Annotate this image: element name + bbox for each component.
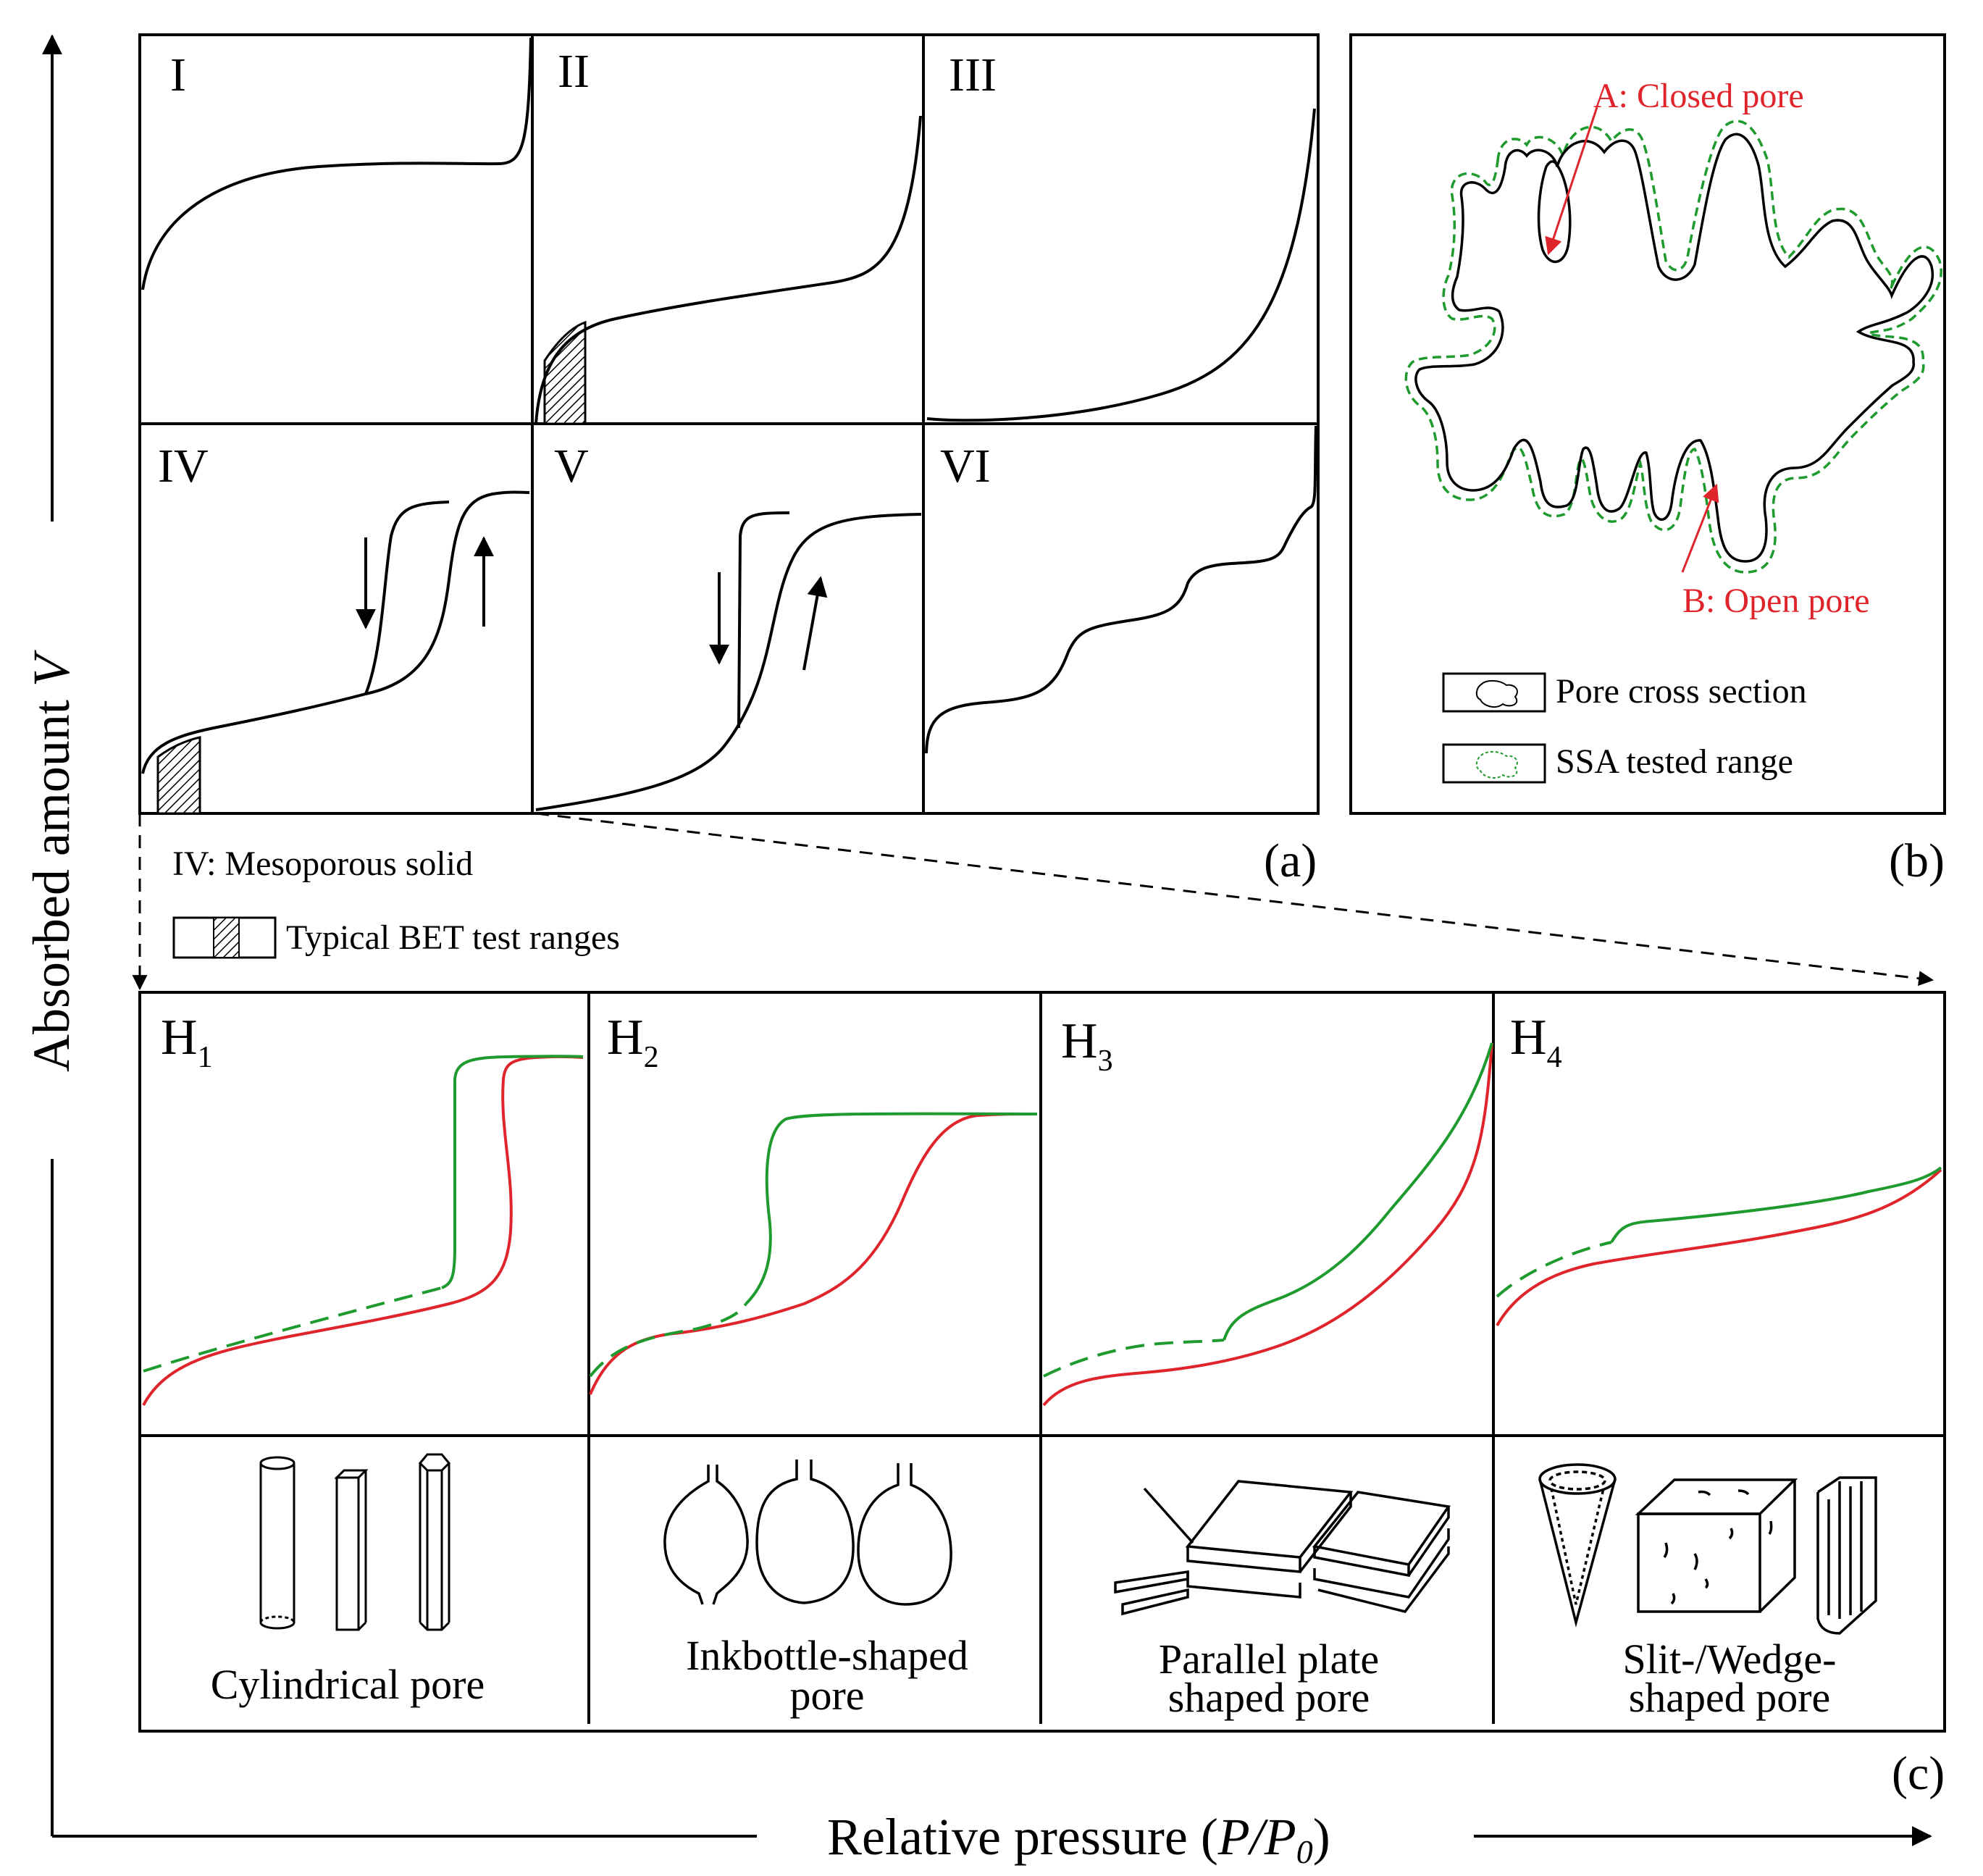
h4-desorption bbox=[1610, 1166, 1942, 1244]
loop-h3-label: H3 bbox=[1061, 1013, 1113, 1078]
closed-pore-pointer bbox=[1545, 106, 1598, 256]
parallel-plate-pore-illustration bbox=[1114, 1480, 1451, 1616]
loop-h1-label: H1 bbox=[161, 1010, 213, 1074]
caption-h3-line2: shaped pore bbox=[1168, 1674, 1370, 1721]
isotherm-curves bbox=[141, 37, 1317, 811]
h4-desorption-dashed bbox=[1496, 1241, 1612, 1298]
h1-desorption bbox=[441, 1055, 584, 1289]
caption-h3-line1: Parallel plate bbox=[1159, 1636, 1379, 1683]
h2-desorption bbox=[745, 1112, 1038, 1305]
loop-h2-label: H2 bbox=[607, 1010, 659, 1074]
type-iii-label: III bbox=[949, 49, 997, 101]
h3-adsorption bbox=[1042, 1042, 1493, 1407]
main-axes bbox=[42, 34, 1932, 1846]
bet-legend-label: Typical BET test ranges bbox=[286, 918, 620, 957]
legend-cross-section-swatch bbox=[1442, 672, 1546, 713]
isotherm-ii-curve bbox=[534, 115, 922, 424]
isotherm-v-adsorption bbox=[535, 513, 922, 811]
h2-adsorption bbox=[589, 1113, 1038, 1395]
legend-ssa-label: SSA tested range bbox=[1556, 742, 1793, 781]
bet-range-iv bbox=[156, 736, 201, 815]
panel-b-letter: (b) bbox=[1889, 834, 1945, 887]
isotherm-iv-adsorption bbox=[141, 490, 530, 774]
cylindrical-pore-illustration bbox=[259, 1453, 451, 1631]
type-iv-label: IV bbox=[158, 440, 209, 493]
loop-h4-label: H4 bbox=[1510, 1010, 1562, 1074]
bet-range-ii bbox=[543, 320, 587, 425]
x-axis-title: Relative pressure (P/P0) bbox=[827, 1808, 1330, 1870]
slit-wedge-pore-illustration bbox=[1538, 1463, 1877, 1635]
bet-legend-swatch bbox=[172, 916, 277, 959]
ssa-tested-outline bbox=[1404, 120, 1942, 574]
closed-pore-label: A: Closed pore bbox=[1593, 77, 1804, 115]
loop-h1 bbox=[142, 1055, 584, 1406]
h2-desorption-dashed bbox=[589, 1302, 747, 1378]
isotherm-vi-curve bbox=[925, 425, 1317, 754]
isotherm-iv-desorption bbox=[364, 501, 450, 695]
h3-desorption-dashed bbox=[1043, 1339, 1225, 1378]
h1-desorption-dashed bbox=[143, 1286, 443, 1373]
pore-cross-section bbox=[1414, 133, 1934, 563]
isotherm-iii-curve bbox=[926, 108, 1316, 422]
type-vi-label: VI bbox=[940, 440, 991, 493]
h3-desorption bbox=[1223, 1042, 1493, 1341]
panel-c: H1 H2 H3 H4 bbox=[138, 991, 1946, 1800]
caption-h4-line2: shaped pore bbox=[1629, 1674, 1831, 1721]
isotherm-v-desorption bbox=[737, 511, 790, 729]
legend-ssa-swatch bbox=[1442, 743, 1546, 784]
type-ii-label: II bbox=[558, 45, 590, 98]
loop-h4 bbox=[1496, 1166, 1942, 1326]
panel-a-letter: (a) bbox=[1264, 834, 1317, 887]
caption-h2-line1: Inkbottle-shaped bbox=[686, 1632, 968, 1679]
panel-c-letter: (c) bbox=[1892, 1747, 1945, 1800]
open-pore-pointer bbox=[1681, 483, 1719, 573]
type-i-label: I bbox=[170, 49, 186, 101]
h4-adsorption bbox=[1496, 1168, 1942, 1326]
inkbottle-pore-illustration bbox=[663, 1460, 952, 1606]
legend-cross-section-label: Pore cross section bbox=[1556, 672, 1807, 711]
y-axis-title: Absorbed amount V bbox=[22, 650, 80, 1072]
type-iv-note: IV: Mesoporous solid bbox=[172, 845, 473, 883]
loop-h2 bbox=[589, 1112, 1038, 1395]
panel-b: A: Closed pore B: Open pore Pore cross s… bbox=[1349, 33, 1946, 887]
zoom-connectors bbox=[132, 812, 1934, 991]
caption-h4-line1: Slit-/Wedge- bbox=[1623, 1636, 1837, 1683]
closed-pore bbox=[1537, 160, 1572, 264]
caption-h2-line2: pore bbox=[789, 1672, 864, 1719]
type-v-label: V bbox=[554, 440, 589, 493]
isotherm-i-curve bbox=[141, 37, 532, 290]
h1-adsorption bbox=[142, 1055, 584, 1406]
caption-h1: Cylindrical pore bbox=[211, 1661, 485, 1708]
panel-b-frame bbox=[1349, 33, 1946, 815]
loop-h3 bbox=[1042, 1042, 1493, 1407]
panel-a: I II III IV V VI (a) IV: Mesoporous soli… bbox=[132, 33, 1934, 991]
open-pore-label: B: Open pore bbox=[1682, 582, 1870, 620]
